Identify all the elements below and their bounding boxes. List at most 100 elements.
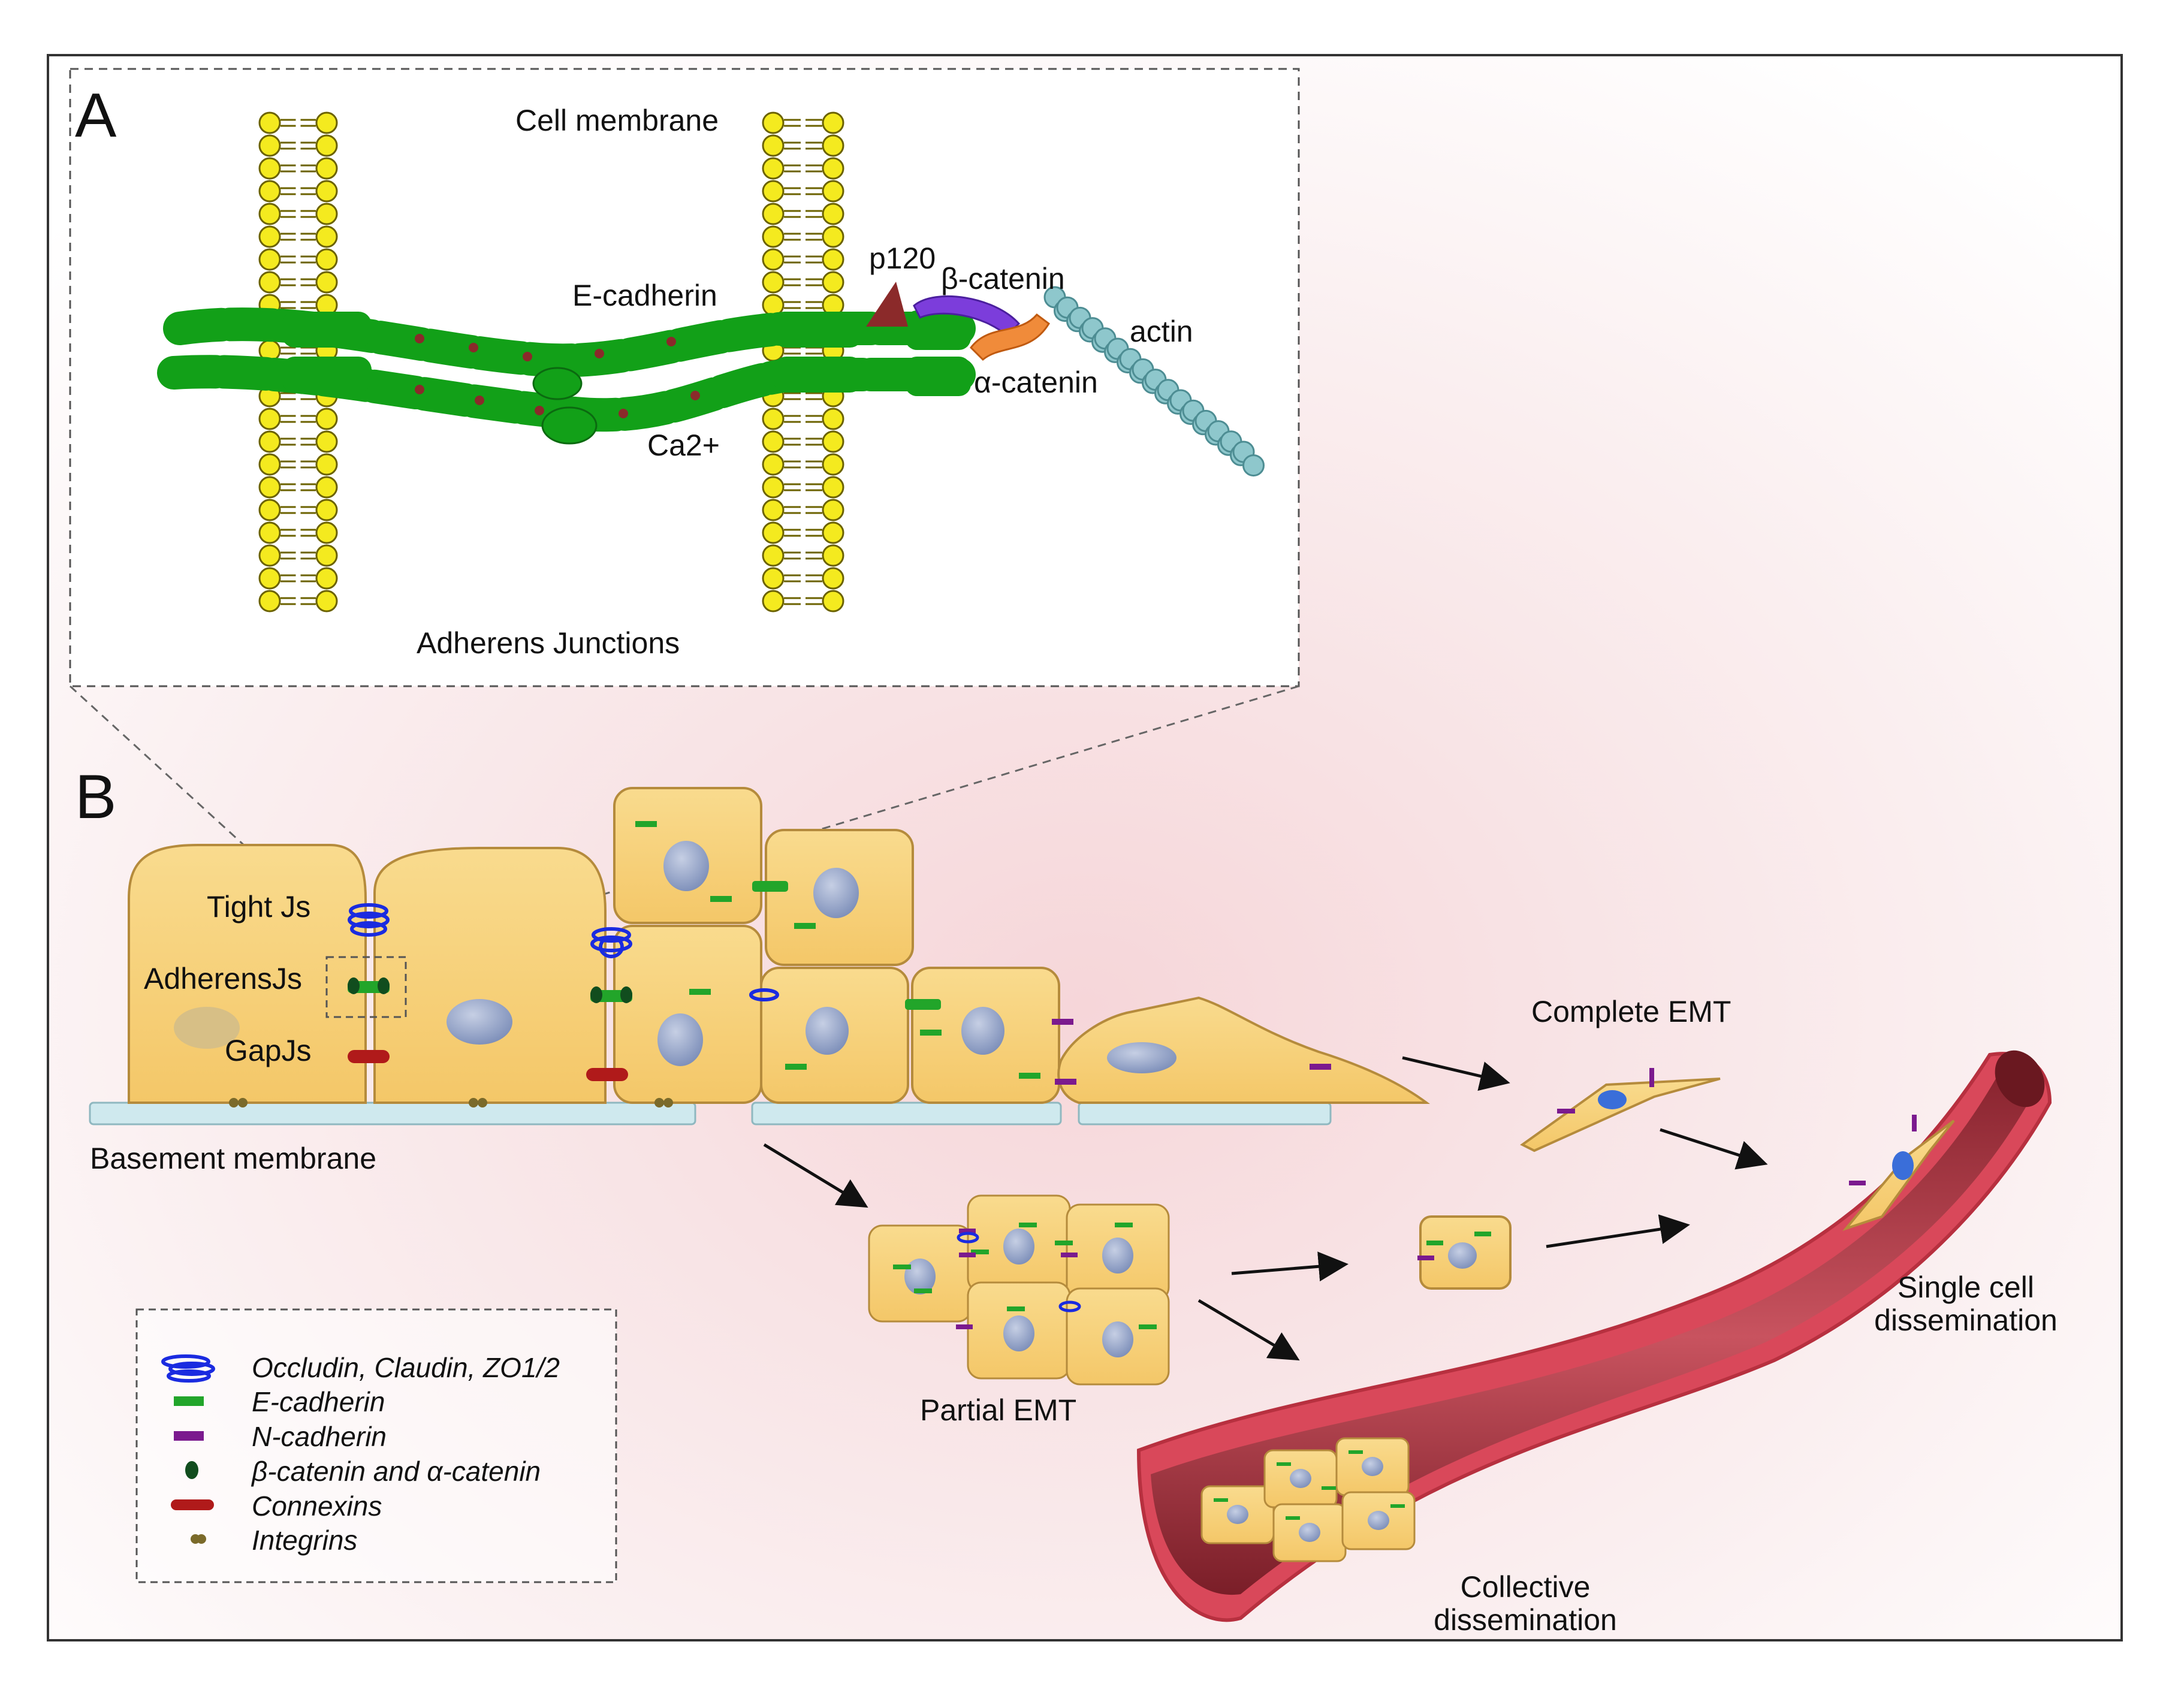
label-tight-js: Tight Js [207,890,310,924]
lipid-tail [784,301,801,309]
lipid-head [258,408,281,430]
lipid-head [315,430,338,453]
lipid-head [762,453,785,476]
lipid-head [258,567,281,590]
lipid-head [762,180,785,203]
arrows [763,1056,1768,1361]
lipid-tail [806,141,822,150]
label-gap-js: GapJs [225,1034,312,1067]
lipid-head [315,544,338,567]
lipid-head [762,157,785,180]
legend-label-2: N-cadherin [252,1421,387,1452]
lipid-tail [806,529,822,537]
lipid-head [822,225,844,248]
legend-label-3: β-catenin and α-catenin [251,1456,541,1487]
lipid-tail [806,597,822,605]
ca2-dots [415,334,700,418]
lipid-head [822,521,844,544]
lipid-tail [300,233,316,241]
lipid-head [315,248,338,271]
lipid-tail [300,529,316,537]
lipid-tail [784,529,801,537]
lipid-tail [784,437,801,446]
lipid-tail [806,278,822,286]
lipid-tail [280,278,296,286]
lipid-tail [806,187,822,195]
lipid-tail [280,483,296,491]
tight-junction-coil [348,903,779,1001]
lipid-head [258,476,281,499]
lipid-tail [806,164,822,173]
lipid-tail [300,597,316,605]
lipid-head [822,499,844,521]
zoom-line-right [407,685,1299,954]
lipid-tail [806,255,822,264]
lipid-head [315,476,338,499]
purple-bar-icon [174,1431,204,1441]
lipid-tail [280,164,296,173]
lipid-tail [280,551,296,560]
e-cadherin-chains [157,307,976,445]
lipid-tail [300,301,316,309]
lipid-tail [280,119,296,127]
legend-label-0: Occludin, Claudin, ZO1/2 [252,1352,560,1383]
lipid-tail [806,460,822,469]
lipid-head [315,111,338,134]
lipid-head [822,134,844,157]
lipid-tail [806,301,822,309]
beta-catenin-protein [913,295,1021,337]
lipid-tail [280,141,296,150]
lipid-head [762,544,785,567]
panel-b-letter: B [75,762,116,832]
lipid-head [315,521,338,544]
lipid-head [315,225,338,248]
lipid-tail [300,210,316,218]
legend: Occludin, Claudin, ZO1/2 E-cadherin N-ca… [161,1352,560,1556]
label-single-cell-1: Single cell [1898,1271,2034,1304]
lipid-head [258,157,281,180]
complete-emt-cell [1520,1068,1721,1152]
lipid-head [258,111,281,134]
lipid-head [822,590,844,612]
integrin-icon [191,1534,206,1544]
lipid-head [258,521,281,544]
lipid-tail [280,597,296,605]
lipid-head [258,203,281,225]
label-beta-catenin: β-catenin [941,262,1065,295]
lipid-head [315,408,338,430]
lipid-tail [784,187,801,195]
lipid-head [315,590,338,612]
lipid-head [762,408,785,430]
zoom-line-left [69,685,337,930]
lipid-tail [300,483,316,491]
lipid-tail [300,460,316,469]
lipid-tail [806,437,822,446]
partial-emt-cluster [868,1194,1170,1386]
lipid-head [822,203,844,225]
p120-protein [866,282,908,327]
label-cell-membrane: Cell membrane [515,104,719,137]
lipid-head [822,544,844,567]
lipid-tail [784,278,801,286]
lipid-head [822,271,844,294]
epithelial-cells [128,787,1431,1104]
lipid-tail [300,255,316,264]
junction-markers [229,821,1331,1108]
lipid-tail [784,483,801,491]
lipid-head [822,408,844,430]
lipid-head [315,499,338,521]
lipid-head [762,111,785,134]
lipid-tail [806,506,822,514]
lipid-head [762,476,785,499]
lipid-tail [300,506,316,514]
lipid-head [762,499,785,521]
vessel-collective-cluster [1200,1437,1416,1562]
lipid-tail [300,415,316,423]
lipid-tail [806,415,822,423]
lipid-tail [784,392,801,400]
lipid-tail [280,506,296,514]
lipid-head [315,453,338,476]
lipid-head [315,180,338,203]
panel-a-letter: A [75,81,117,150]
label-partial-emt: Partial EMT [920,1393,1076,1427]
